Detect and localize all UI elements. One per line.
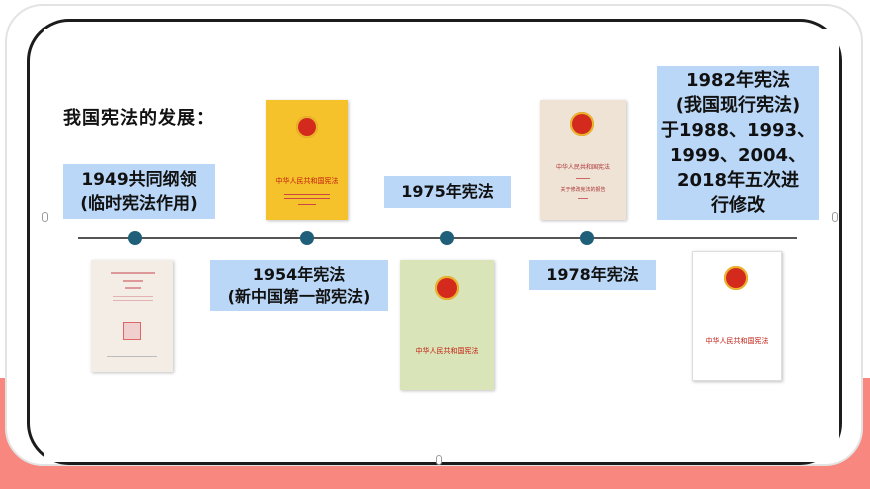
bottom-handle-icon — [436, 455, 442, 465]
book-1954-text-mark — [284, 198, 330, 199]
book-1975-title: 中华人民共和国宪法 — [415, 347, 479, 355]
seal-icon — [123, 322, 141, 340]
label-1982-line2: (我国现行宪法) — [675, 95, 801, 116]
label-1949-line2: (临时宪法作用) — [80, 194, 198, 214]
label-1982-line3: 于1988、1993、 — [660, 120, 816, 141]
bottom-strip — [47, 449, 837, 462]
national-emblem-icon — [570, 112, 594, 136]
left-handle-icon — [42, 212, 48, 222]
book-1982-title: 中华人民共和国宪法 — [705, 337, 769, 345]
label-1982-line1: 1982年宪法 — [685, 70, 791, 91]
label-1949-line1: 1949共同纲领 — [81, 170, 197, 190]
book-1978-title: 中华人民共和国宪法 — [555, 164, 610, 171]
label-1949: 1949共同纲领 (临时宪法作用) — [63, 164, 215, 219]
book-1982-image: 中华人民共和国宪法 — [692, 251, 782, 381]
book-1954-text-mark — [284, 194, 330, 195]
book-1949-text-mark — [107, 356, 157, 357]
book-1978-image: 中华人民共和国宪法 关于修改宪法的报告 — [540, 100, 626, 220]
book-1949-text-mark — [111, 272, 155, 274]
label-1954: 1954年宪法 (新中国第一部宪法) — [210, 260, 388, 311]
book-1954-title: 中华人民共和国宪法 — [275, 177, 339, 185]
label-1982-line6: 行修改 — [711, 195, 765, 216]
book-1949-text-mark — [123, 280, 143, 282]
label-1982-line4: 1999、2004、 — [669, 145, 807, 166]
label-1954-line1: 1954年宪法 — [252, 265, 346, 284]
book-1949-text-mark — [125, 287, 141, 289]
national-emblem-icon — [435, 276, 459, 300]
label-1978: 1978年宪法 — [529, 260, 656, 290]
book-1978-text-mark — [578, 198, 588, 199]
timeline-line — [78, 237, 797, 239]
book-1978-text-mark — [576, 178, 590, 179]
book-1949-text-mark — [113, 300, 153, 301]
right-handle-icon — [832, 212, 838, 222]
label-1954-line2: (新中国第一部宪法) — [227, 287, 371, 306]
timeline-dot-1975 — [440, 231, 454, 245]
timeline-dot-1978 — [580, 231, 594, 245]
national-emblem-icon — [296, 116, 318, 138]
book-1949-image — [91, 260, 173, 372]
label-1982-line5: 2018年五次进 — [676, 170, 800, 191]
book-1954-image: 中华人民共和国宪法 — [266, 100, 348, 220]
label-1975: 1975年宪法 — [384, 176, 511, 208]
timeline-dot-1949 — [128, 231, 142, 245]
national-emblem-icon — [724, 266, 748, 290]
book-1978-subtitle: 关于修改宪法的报告 — [560, 187, 606, 193]
label-1982: 1982年宪法 (我国现行宪法) 于1988、1993、 1999、2004、 … — [657, 66, 819, 220]
book-1975-image: 中华人民共和国宪法 — [400, 260, 494, 390]
timeline-dot-1954 — [300, 231, 314, 245]
book-1954-text-mark — [298, 204, 316, 205]
book-1949-text-mark — [113, 296, 153, 297]
page-title: 我国宪法的发展： — [63, 108, 215, 129]
